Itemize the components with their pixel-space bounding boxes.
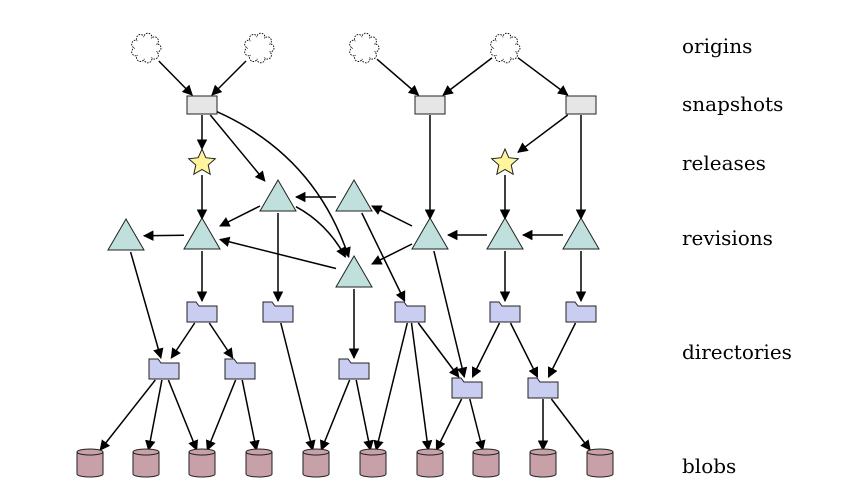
layer-label-snapshots: snapshots	[682, 92, 783, 116]
star-icon	[187, 147, 217, 176]
cylinder-icon	[302, 448, 330, 478]
edge-r2-r1	[142, 230, 185, 241]
edge-d7-b4	[241, 379, 260, 452]
folder-icon	[186, 301, 218, 323]
cloud-icon	[349, 32, 380, 64]
revision-triangle	[107, 218, 145, 251]
edge-r3-r2	[219, 205, 261, 227]
edge-r1-d6	[129, 251, 164, 360]
layer-label-directories: directories	[682, 340, 792, 364]
cloud-icon	[490, 32, 521, 64]
folder-icon	[224, 358, 256, 380]
snapshot-node	[414, 95, 446, 115]
edge-r4-d3	[361, 212, 406, 302]
edge-d5-d10	[547, 322, 577, 378]
edge-d6-b3	[167, 379, 199, 451]
cylinder-icon	[359, 448, 387, 478]
edge-r3-r5	[295, 206, 347, 258]
layer-labels: origins snapshots releases revisions dir…	[682, 34, 792, 478]
folder-icon	[262, 301, 294, 323]
edge-d9-b8	[469, 398, 486, 452]
edge-o3-s2	[376, 58, 420, 96]
edge-d1-d6	[170, 322, 196, 359]
edge-d9-b7	[435, 398, 463, 451]
edge-o4-s3	[517, 57, 569, 96]
edge-s3-l2	[517, 114, 569, 153]
star-icon	[490, 147, 520, 176]
layer-label-releases: releases	[682, 151, 766, 175]
cylinder-icon	[416, 448, 444, 478]
edge-o1-s1	[158, 60, 193, 96]
edge-d4-d10	[509, 322, 539, 378]
edge-s1-r5	[216, 111, 351, 258]
edge-d8-b6	[355, 379, 374, 452]
edge-d1-d7	[208, 322, 234, 359]
layer-label-blobs: blobs	[682, 454, 736, 478]
cylinder-icon	[245, 448, 273, 478]
cylinder-icon	[132, 448, 160, 478]
edge-d6-b1	[99, 379, 156, 451]
edge-o2-s1	[211, 60, 247, 96]
revision-triangle	[411, 217, 449, 250]
layer-label-origins: origins	[682, 34, 752, 58]
edge-d8-b5	[319, 379, 351, 451]
revision-triangle	[335, 255, 373, 288]
edge-d6-b2	[145, 379, 163, 452]
edge-s1-r3	[209, 114, 266, 182]
cylinder-icon	[188, 448, 216, 478]
edges	[99, 57, 591, 452]
layer-label-revisions: revisions	[682, 226, 773, 250]
revision-triangle	[486, 217, 524, 250]
cylinder-icon	[472, 448, 500, 478]
edge-r6-r5	[371, 243, 413, 265]
revision-triangle	[562, 217, 600, 250]
cloud-icon	[244, 32, 275, 64]
revision-triangle	[335, 179, 373, 212]
folder-icon	[565, 301, 597, 323]
folder-icon	[451, 377, 483, 399]
edge-r6-r4	[371, 205, 413, 227]
cloud-icon	[131, 32, 162, 64]
edge-d4-d9	[471, 322, 501, 378]
snapshot-node	[565, 95, 597, 115]
snapshot-node	[186, 95, 218, 115]
edge-d7-b3	[205, 379, 237, 451]
edge-d2-b5	[280, 322, 316, 452]
folder-icon	[527, 377, 559, 399]
folder-icon	[148, 358, 180, 380]
folder-icon	[489, 301, 521, 323]
cylinder-icon	[586, 448, 614, 478]
edge-d3-b6	[373, 322, 409, 452]
edge-d10-b10	[550, 398, 591, 451]
revision-triangle	[183, 217, 221, 250]
folder-icon	[338, 358, 370, 380]
edge-o4-s2	[442, 57, 493, 96]
cylinder-icon	[529, 448, 557, 478]
cylinder-icon	[76, 448, 104, 478]
edge-r6-d9	[433, 250, 468, 379]
nodes	[76, 32, 614, 478]
revision-triangle	[259, 179, 297, 212]
edge-d3-d9	[417, 322, 460, 378]
edge-d3-b7	[410, 322, 433, 452]
folder-icon	[394, 301, 426, 323]
